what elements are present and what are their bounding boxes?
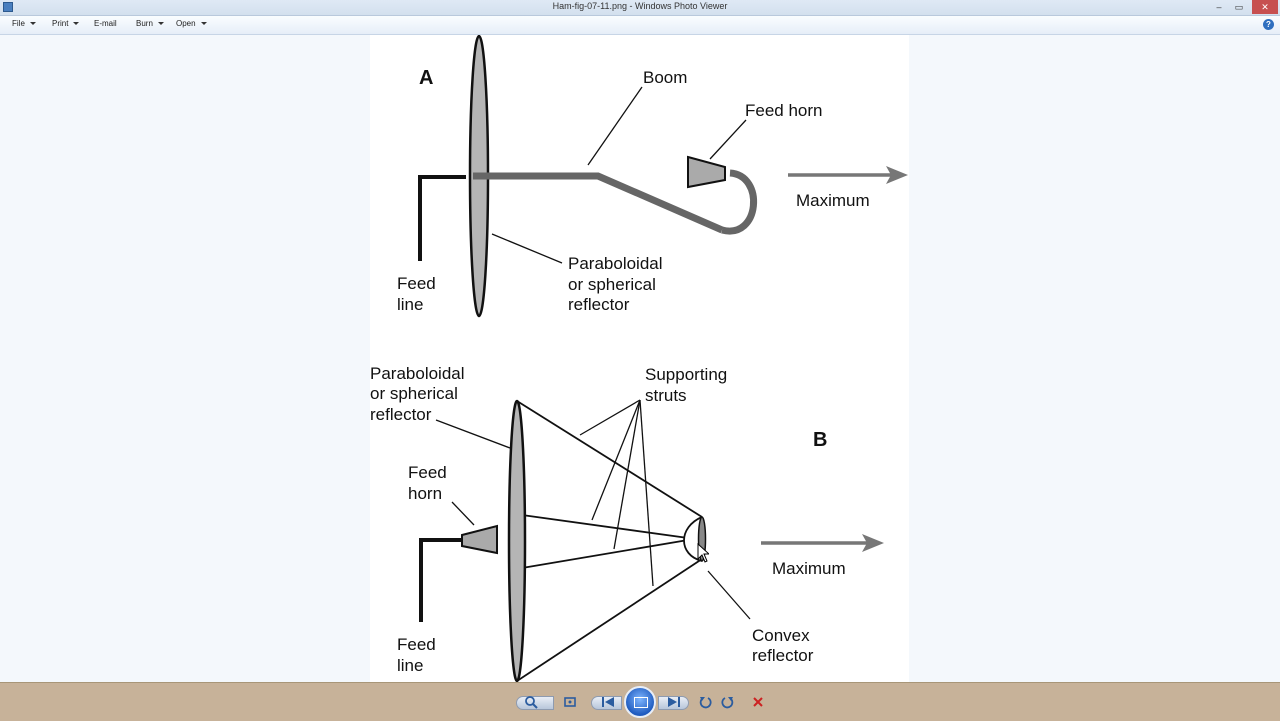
antenna-figure: A Boom Feed horn Maximum Feed line Parab… [370, 35, 908, 682]
rotate-left-icon[interactable] [693, 692, 717, 712]
chevron-down-icon [157, 22, 164, 26]
photo-viewer-icon [3, 2, 13, 12]
chevron-down-icon [200, 22, 207, 26]
reflector-label-b-3: reflector [370, 405, 432, 424]
struts-label-1: Supporting [645, 365, 727, 384]
label-b: B [813, 429, 827, 451]
delete-icon[interactable] [746, 692, 770, 712]
reflector-label-a-3: reflector [568, 295, 630, 314]
feed-horn-a [687, 155, 726, 189]
previous-icon[interactable] [596, 692, 620, 712]
feed-line-a [418, 175, 466, 261]
feed-line-label-a-2: line [397, 295, 423, 314]
slideshow-icon[interactable] [624, 686, 656, 718]
convex-label-1: Convex [752, 626, 810, 645]
feed-horn-b [461, 524, 498, 555]
help-icon[interactable]: ? [1263, 19, 1274, 30]
window-title: Ham-fig-07-11.png - Windows Photo Viewer [552, 1, 728, 11]
prev-pill [591, 696, 622, 710]
strut-top [516, 400, 703, 518]
actual-size-icon[interactable] [558, 692, 582, 712]
menu-bar: File Print E-mail Burn Open ? [0, 16, 1280, 35]
mouse-cursor [697, 543, 709, 563]
boom-leader [587, 86, 643, 166]
viewer-toolbar [0, 682, 1280, 721]
feed-line-b [419, 538, 462, 622]
chevron-down-icon [73, 22, 80, 26]
rotate-right-icon[interactable] [716, 692, 740, 712]
menu-email[interactable]: E-mail [94, 19, 117, 28]
maximum-label-a: Maximum [796, 191, 870, 210]
label-a: A [419, 67, 433, 89]
struts-leader-4 [639, 399, 654, 587]
struts-label-2: struts [645, 386, 687, 405]
strut-mid-upper [521, 514, 689, 539]
boom-loop-a [721, 169, 757, 235]
chevron-down-icon [29, 22, 36, 26]
title-bar: Ham-fig-07-11.png - Windows Photo Viewer… [0, 0, 1280, 16]
feed-line-label-b-2: line [397, 656, 423, 675]
menu-print-label: Print [52, 19, 69, 28]
maximum-arrowhead-a [886, 166, 908, 184]
struts-leader-1 [579, 399, 641, 436]
maximize-button[interactable]: ▭ [1234, 2, 1244, 12]
minimize-button[interactable]: – [1216, 2, 1222, 12]
struts-leader-2 [591, 399, 641, 521]
slideshow-glyph [634, 697, 648, 708]
menu-burn[interactable]: Burn [136, 19, 164, 28]
close-button[interactable]: ✕ [1252, 0, 1278, 14]
maximum-label-b: Maximum [772, 559, 846, 578]
feed-horn-label-b-2: horn [408, 484, 442, 503]
menu-file-label: File [12, 19, 25, 28]
boom-a [473, 172, 724, 234]
menu-open[interactable]: Open [176, 19, 207, 28]
struts-leader-3 [613, 399, 641, 550]
feed-horn-leader [709, 119, 747, 160]
displayed-image: A Boom Feed horn Maximum Feed line Parab… [370, 35, 909, 682]
menu-print[interactable]: Print [52, 19, 80, 28]
feed-horn-label-a: Feed horn [745, 101, 823, 120]
strut-bottom [516, 558, 703, 682]
strut-mid-lower [521, 539, 689, 569]
feed-horn-label-b-1: Feed [408, 463, 447, 482]
maximum-arrowhead-b [862, 534, 884, 552]
reflector-label-a-1: Paraboloidal [568, 254, 663, 273]
convex-label-2: reflector [752, 646, 814, 665]
reflector-label-b-2: or spherical [370, 384, 458, 403]
menu-open-label: Open [176, 19, 196, 28]
reflector-leader-b [435, 419, 511, 449]
image-viewport[interactable]: A Boom Feed horn Maximum Feed line Parab… [0, 35, 1280, 682]
zoom-icon[interactable] [520, 692, 544, 712]
feed-horn-leader-b [451, 501, 475, 526]
convex-leader [707, 570, 751, 620]
menu-file[interactable]: File [12, 19, 36, 28]
reflector-label-b-1: Paraboloidal [370, 364, 465, 383]
reflector-b [507, 399, 527, 682]
feed-line-label-b-1: Feed [397, 635, 436, 654]
reflector-label-a-2: or spherical [568, 275, 656, 294]
menu-email-label: E-mail [94, 19, 117, 28]
menu-burn-label: Burn [136, 19, 153, 28]
boom-label: Boom [643, 68, 687, 87]
feed-line-label-a-1: Feed [397, 274, 436, 293]
next-icon[interactable] [662, 692, 686, 712]
reflector-leader-a [491, 233, 563, 264]
